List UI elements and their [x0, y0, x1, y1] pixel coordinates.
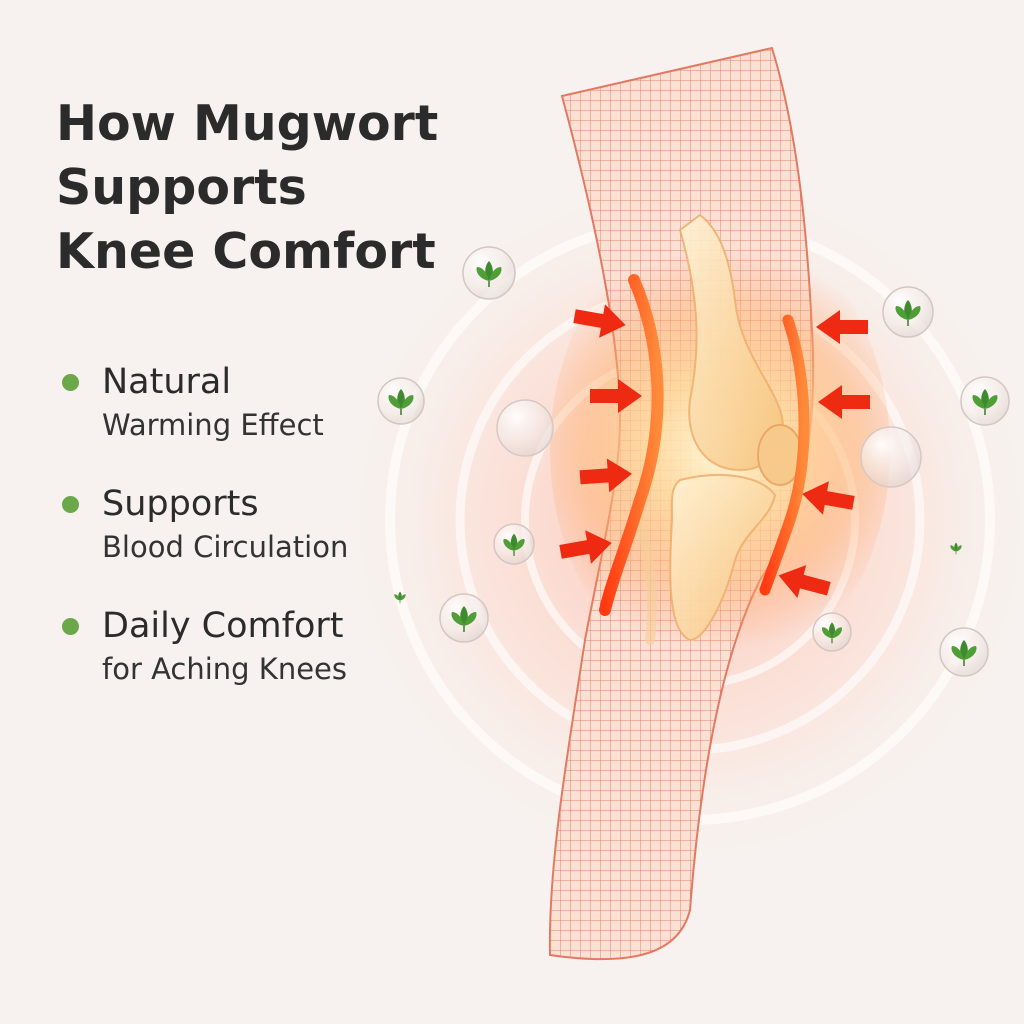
title-line-1: How Mugwort — [56, 95, 439, 152]
title-line-2: Supports — [56, 159, 307, 216]
heat-band-right — [759, 314, 810, 596]
benefit-heading: Natural — [102, 362, 232, 402]
green-dot-icon — [62, 618, 79, 635]
benefit-heading: Daily Comfort — [102, 606, 344, 646]
green-dot-icon — [62, 374, 79, 391]
mugwort-leaf-icon — [377, 246, 1010, 677]
green-dot-icon — [62, 496, 79, 513]
benefit-heading: Supports — [102, 484, 259, 524]
heat-band-left — [599, 274, 664, 616]
benefit-detail: for Aching Knees — [102, 652, 347, 686]
benefit-detail: Warming Effect — [102, 408, 324, 442]
title-line-3: Knee Comfort — [56, 223, 436, 280]
knee-bones — [635, 213, 803, 645]
benefit-detail: Blood Circulation — [102, 530, 349, 564]
water-bubble-icon — [496, 399, 922, 488]
benefit-item-circulation: Supports Blood Circulation — [62, 482, 348, 568]
page-title: How Mugwort Supports Knee Comfort — [56, 92, 438, 284]
benefit-item-comfort: Daily Comfort for Aching Knees — [62, 604, 348, 690]
benefit-item-warming: Natural Warming Effect — [62, 360, 348, 446]
benefit-list: Natural Warming Effect Supports Blood Ci… — [62, 360, 348, 726]
